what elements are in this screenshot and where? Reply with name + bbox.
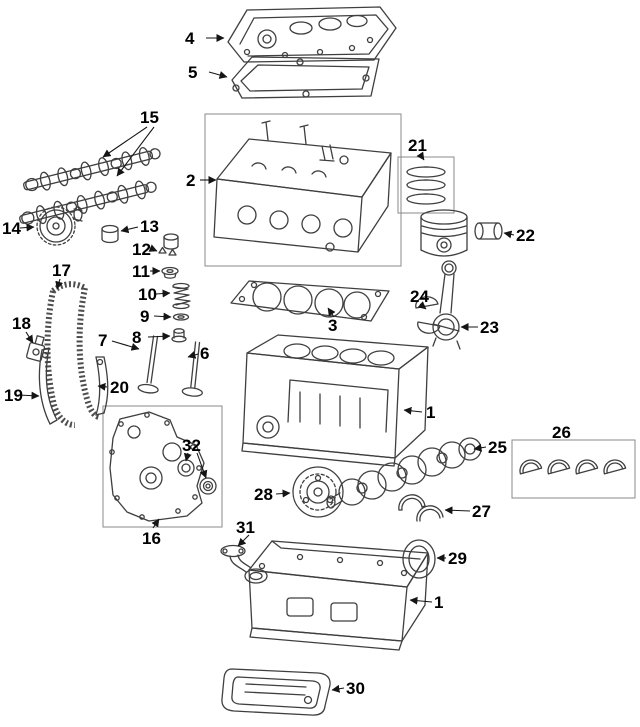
tappets bbox=[101, 224, 179, 250]
chain-guide-front bbox=[38, 347, 58, 425]
callout-timing-cover[interactable]: 16 bbox=[142, 529, 161, 548]
callout-engine-block[interactable]: 1 bbox=[426, 403, 436, 422]
callout-thrust-washers[interactable]: 27 bbox=[472, 502, 491, 521]
timing-chain bbox=[44, 281, 100, 428]
callout-valve-front[interactable]: 7 bbox=[98, 331, 108, 350]
valve-cover bbox=[227, 6, 397, 63]
callout-crankshaft[interactable]: 25 bbox=[488, 438, 507, 457]
timing-chain-cover bbox=[109, 411, 205, 522]
callout-spring-seat[interactable]: 9 bbox=[140, 307, 150, 326]
engine-block bbox=[241, 334, 429, 467]
callout-oil-pump-rotors[interactable]: 32 bbox=[182, 436, 201, 455]
leader-lines bbox=[17, 34, 515, 693]
callout-crank-pulley[interactable]: 28 bbox=[254, 485, 273, 504]
callout-tappet[interactable]: 13 bbox=[140, 217, 159, 236]
callout-valve-keeper[interactable]: 12 bbox=[132, 240, 151, 259]
callout-lower-oil-pan[interactable]: 30 bbox=[346, 679, 365, 698]
callout-connecting-rod[interactable]: 23 bbox=[480, 318, 499, 337]
callout-piston[interactable]: 22 bbox=[516, 226, 535, 245]
cylinder-head bbox=[213, 120, 392, 253]
main-bearing-box bbox=[511, 439, 636, 499]
crankshaft bbox=[326, 437, 482, 509]
lower-oil-pan bbox=[221, 668, 331, 716]
valve-keepers bbox=[158, 246, 177, 256]
callout-oil-pickup[interactable]: 31 bbox=[236, 518, 255, 537]
callout-camshafts[interactable]: 15 bbox=[140, 108, 159, 127]
callout-chain-guide-front[interactable]: 19 bbox=[4, 386, 23, 405]
piston-ring-set bbox=[406, 166, 446, 205]
callout-camshaft-sprocket[interactable]: 14 bbox=[2, 219, 21, 238]
callout-valve-seal[interactable]: 8 bbox=[132, 328, 142, 347]
camshaft-sprocket bbox=[36, 206, 83, 246]
piston-pin bbox=[474, 222, 503, 240]
callout-cylinder-head[interactable]: 2 bbox=[186, 171, 196, 190]
callout-valve-rear[interactable]: 6 bbox=[200, 344, 210, 363]
main-bearing-set bbox=[519, 459, 627, 475]
valve-rear bbox=[181, 341, 203, 397]
piston bbox=[420, 209, 468, 257]
rear-main-seal bbox=[402, 539, 436, 579]
oil-pickup-tube bbox=[220, 544, 268, 584]
timing-cover-box bbox=[102, 405, 223, 528]
callout-rod-bearing[interactable]: 24 bbox=[410, 287, 429, 306]
upper-oil-pan bbox=[248, 540, 429, 651]
callout-chain-guide-rear[interactable]: 20 bbox=[110, 378, 129, 397]
crank-pulley bbox=[292, 466, 344, 518]
valve-cover-gasket bbox=[231, 56, 380, 99]
callout-main-bearing-set[interactable]: 26 bbox=[552, 423, 571, 442]
valve-front bbox=[137, 335, 159, 394]
valve-spring bbox=[172, 282, 191, 310]
cylinder-head-box bbox=[204, 113, 402, 267]
camshaft-upper bbox=[23, 147, 161, 192]
spring-seat bbox=[172, 313, 190, 321]
callout-piston-ring-set[interactable]: 21 bbox=[408, 136, 427, 155]
callout-chain-tensioner[interactable]: 18 bbox=[12, 314, 31, 333]
valve-stem-seal bbox=[171, 328, 187, 343]
camshaft-lower bbox=[19, 180, 157, 225]
thrust-washers bbox=[398, 494, 444, 522]
connecting-rod bbox=[432, 260, 461, 350]
head-gasket bbox=[230, 280, 390, 322]
callout-spring-retainer[interactable]: 11 bbox=[132, 262, 150, 281]
callout-rear-main-seal[interactable]: 29 bbox=[448, 549, 467, 568]
callout-valve-spring[interactable]: 10 bbox=[138, 285, 157, 304]
callout-upper-oil-pan[interactable]: 1 bbox=[434, 593, 444, 612]
callout-valve-cover-gasket[interactable]: 5 bbox=[188, 63, 198, 82]
callout-valve-cover[interactable]: 4 bbox=[185, 29, 195, 48]
oil-pump-rotors bbox=[177, 459, 217, 495]
spring-retainer bbox=[161, 266, 179, 279]
callout-timing-chain[interactable]: 17 bbox=[52, 261, 71, 280]
callout-head-gasket[interactable]: 3 bbox=[328, 316, 338, 335]
